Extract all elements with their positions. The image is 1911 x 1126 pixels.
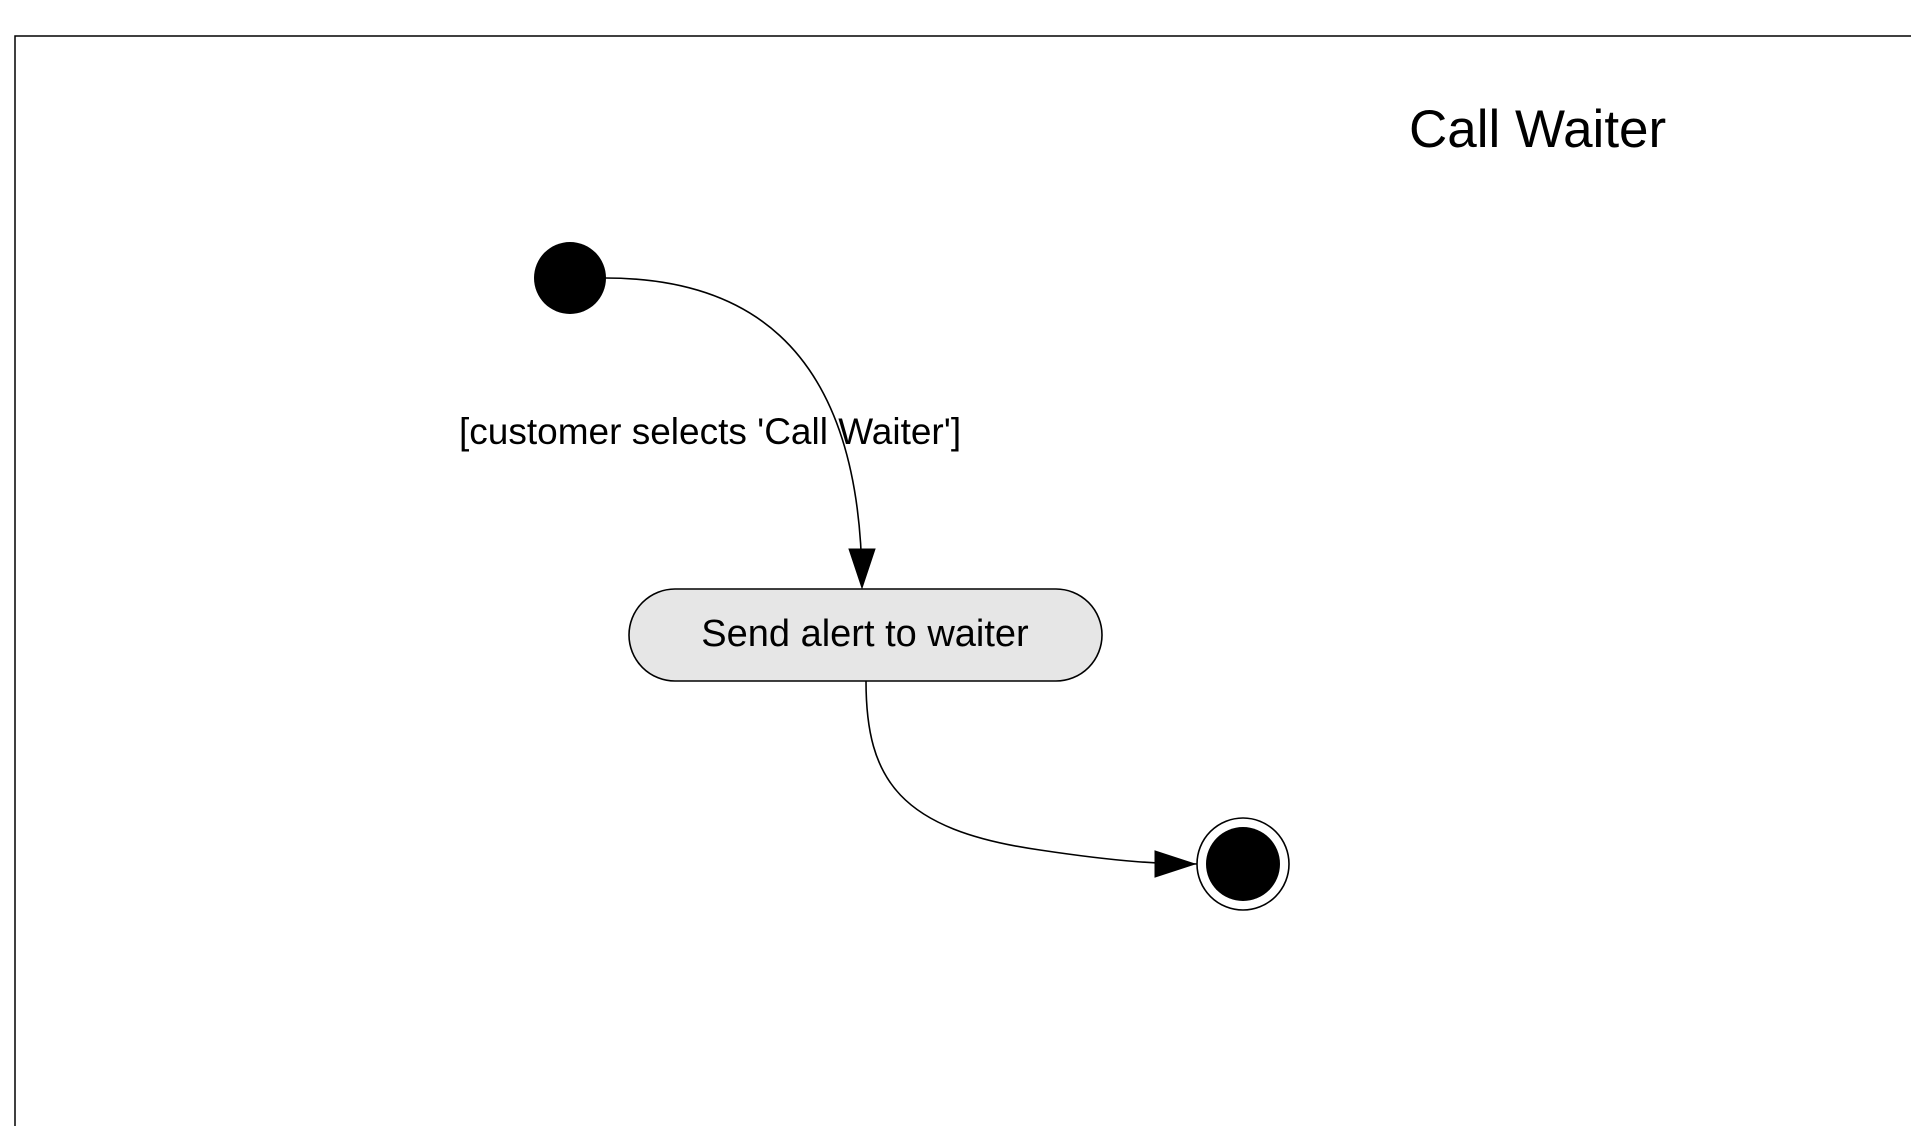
transition-guard-label: [customer selects 'Call Waiter'] [459,411,961,452]
arrowhead-into-activity [848,548,876,590]
initial-node [534,242,606,314]
transition-activity-to-final [865,680,1201,865]
transition-initial-to-activity [604,277,863,583]
arrowhead-into-final [1154,850,1197,878]
diagram-title: Call Waiter [1409,100,1666,159]
diagram-frame [14,35,1911,1126]
final-node [1206,827,1280,901]
activity-label: Send alert to waiter [701,613,1029,655]
